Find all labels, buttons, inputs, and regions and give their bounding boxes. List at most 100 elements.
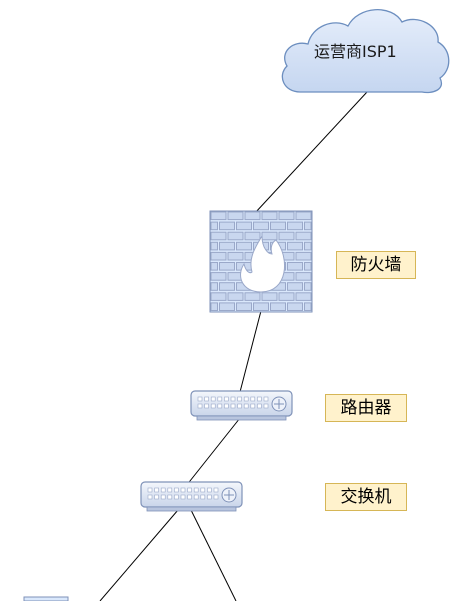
port <box>187 487 192 493</box>
port <box>217 396 223 402</box>
brick <box>210 221 218 231</box>
switch-label: 交换机 <box>325 483 407 511</box>
port <box>160 494 166 500</box>
partial-device-icon <box>23 596 69 601</box>
port <box>230 403 236 409</box>
brick <box>261 211 278 221</box>
port <box>210 403 216 409</box>
brick <box>295 272 312 281</box>
brick <box>287 302 303 311</box>
brick <box>278 211 295 221</box>
brick <box>295 211 312 221</box>
brick <box>270 302 286 311</box>
brick <box>287 282 303 291</box>
port <box>263 403 269 409</box>
port <box>263 396 269 402</box>
brick <box>253 221 269 231</box>
brick <box>295 231 312 241</box>
flame-shape <box>240 234 286 293</box>
brick <box>278 231 295 241</box>
brick <box>210 251 227 261</box>
port <box>160 487 166 493</box>
brick <box>236 241 252 251</box>
brick <box>287 262 303 271</box>
port <box>180 487 186 493</box>
brick <box>210 211 227 221</box>
port <box>250 396 256 402</box>
brick <box>287 241 303 251</box>
port <box>180 494 186 500</box>
brick <box>253 302 269 311</box>
port <box>243 403 249 409</box>
brick <box>210 292 227 301</box>
port <box>213 494 219 500</box>
isp-cloud[interactable] <box>281 9 450 94</box>
brick <box>227 231 244 241</box>
port <box>237 403 242 409</box>
brick <box>278 292 295 301</box>
port <box>193 494 199 500</box>
brick <box>227 292 244 301</box>
port <box>224 396 229 402</box>
brick <box>304 262 312 271</box>
router-device[interactable] <box>190 390 293 421</box>
brick <box>261 292 278 301</box>
brick <box>287 221 303 231</box>
firewall-label: 防火墙 <box>336 251 416 279</box>
link-switch-left <box>99 509 179 601</box>
switch-icon <box>140 481 243 512</box>
port <box>174 494 179 500</box>
brick <box>219 282 235 291</box>
brick <box>227 251 244 261</box>
brick <box>210 302 218 311</box>
port <box>217 403 223 409</box>
brick <box>304 241 312 251</box>
port <box>230 396 236 402</box>
brick <box>219 241 235 251</box>
port <box>207 494 212 500</box>
port <box>204 403 209 409</box>
isp-label: 运营商ISP1 <box>314 42 397 61</box>
link-router-switch <box>185 417 241 487</box>
port <box>174 487 179 493</box>
switch-device[interactable] <box>140 481 243 512</box>
port <box>257 396 262 402</box>
brick <box>210 272 227 281</box>
port <box>197 403 203 409</box>
brick <box>304 302 312 311</box>
link-switch-right <box>190 509 237 601</box>
firewall-device[interactable] <box>209 210 313 313</box>
port <box>147 494 153 500</box>
brick <box>236 221 252 231</box>
port <box>250 403 256 409</box>
port <box>243 396 249 402</box>
brick <box>210 282 218 291</box>
port <box>213 487 219 493</box>
port <box>193 487 199 493</box>
brick <box>210 262 218 271</box>
link-firewall-router <box>239 306 263 393</box>
brick <box>210 231 227 241</box>
port <box>237 396 242 402</box>
brick <box>304 282 312 291</box>
brick <box>210 241 218 251</box>
brick <box>219 302 235 311</box>
brick <box>244 292 261 301</box>
firewall-icon <box>209 210 313 313</box>
port <box>187 494 192 500</box>
cloud-icon <box>281 9 450 94</box>
router-label: 路由器 <box>325 394 407 422</box>
brick <box>244 211 261 221</box>
brick <box>270 221 286 231</box>
port <box>167 487 173 493</box>
port <box>154 494 159 500</box>
port <box>204 396 209 402</box>
port <box>207 487 212 493</box>
brick <box>219 262 235 271</box>
port <box>147 487 153 493</box>
port <box>167 494 173 500</box>
brick <box>295 251 312 261</box>
brick <box>304 221 312 231</box>
brick <box>244 231 261 241</box>
port <box>257 403 262 409</box>
